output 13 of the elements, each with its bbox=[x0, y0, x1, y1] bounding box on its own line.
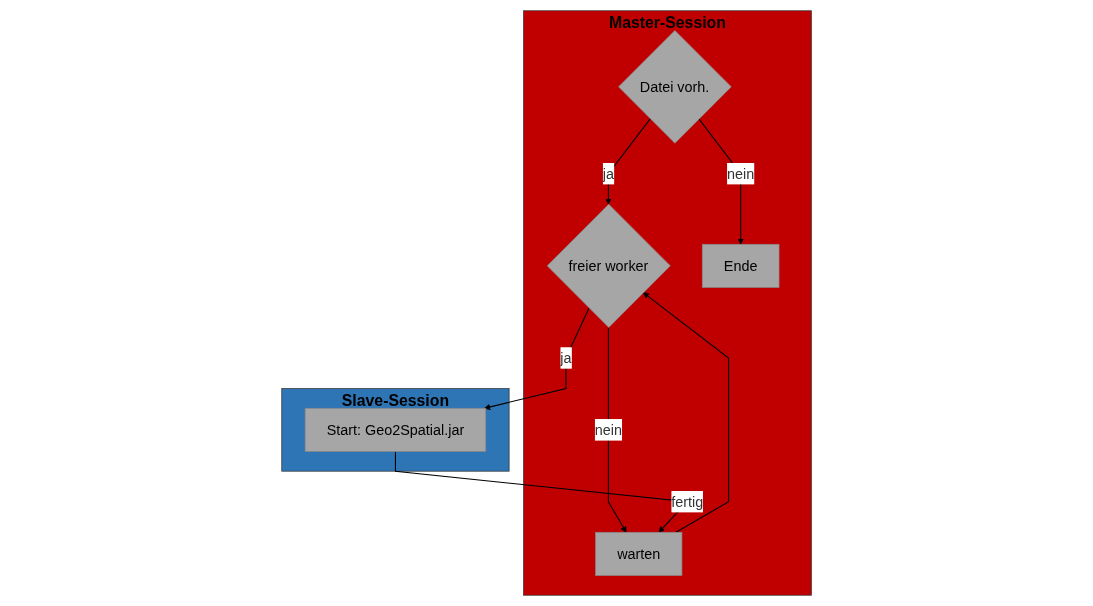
node-diamond: Datei vorh. bbox=[618, 30, 732, 144]
arrow bbox=[484, 307, 590, 410]
node-diamond: freier worker bbox=[546, 203, 671, 328]
node-box: Ende bbox=[701, 243, 780, 288]
arrow bbox=[607, 326, 627, 533]
node-box: warten bbox=[595, 531, 683, 576]
edge-label: fertig bbox=[671, 493, 704, 510]
edge-label: nein bbox=[594, 421, 622, 438]
arrow bbox=[605, 118, 651, 205]
edge-label: nein bbox=[726, 165, 755, 182]
arrow bbox=[642, 292, 730, 533]
edge-label: ja bbox=[602, 165, 614, 182]
node-box: Start: Geo2Spatial.jar bbox=[304, 407, 487, 452]
